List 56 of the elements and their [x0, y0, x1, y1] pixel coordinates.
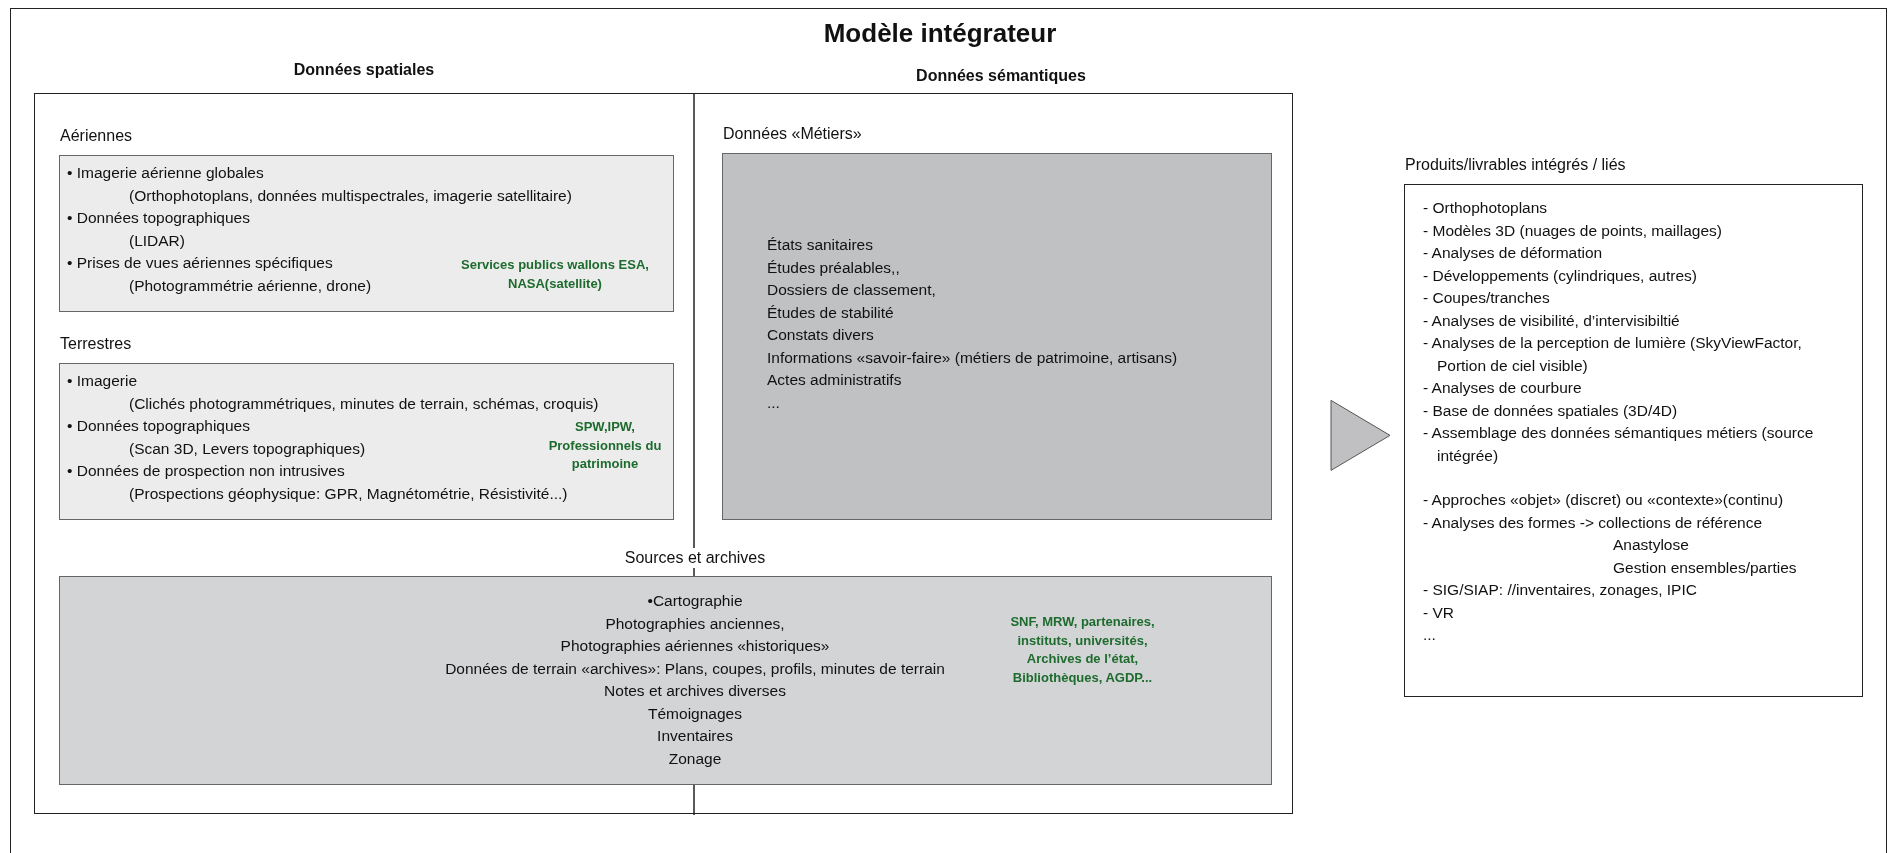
list-item: - VR [1423, 603, 1454, 621]
list-item: (Scan 3D, Levers topographiques) [129, 439, 366, 457]
list-item: • Imagerie [67, 372, 138, 389]
source-note: SPW,IPW, Professionnels du patrimoine [547, 418, 663, 473]
list-item: Notes et archives diverses [604, 682, 786, 699]
list-item: ... [1423, 626, 1436, 643]
section-heading: Données spatiales [292, 60, 436, 80]
list-item: États sanitaires [767, 236, 873, 253]
diagram-title: Modèle intégrateur [822, 18, 1058, 49]
list-item: •Cartographie [647, 592, 743, 609]
list-item: Anastylose [1613, 536, 1689, 553]
list-item: - Analyses de visibilité, d’intervisibiltié [1423, 311, 1680, 329]
list-item: Dossiers de classement, [767, 281, 936, 298]
list-item: - SIG/SIAP: //inventaires, zonages, IPIC [1423, 581, 1697, 598]
list-item: Données de terrain «archives»: Plans, coupes, profils, minutes de terrain [445, 659, 945, 677]
list-item: Actes administratifs [767, 371, 902, 388]
list-item: - Orthophotoplans [1423, 199, 1548, 216]
list-item: Informations «savoir-faire» (métiers de patrimoine, artisans) [767, 348, 1178, 366]
list-item: Inventaires [657, 727, 733, 744]
list-item: - Modèles 3D (nuages de points, maillages) [1423, 221, 1722, 239]
list-item: Photographies anciennes, [605, 614, 785, 632]
list-item: ... [767, 393, 780, 411]
list-item: - Analyses des formes -> collections de référence [1423, 513, 1762, 531]
list-item: (Prospections géophysique: GPR, Magnétométrie, Résistivité...) [129, 484, 568, 502]
list-item: Études de stabilité [767, 303, 894, 321]
list-item: (Photogrammétrie aérienne, drone) [129, 276, 372, 294]
list-item: Gestion ensembles/parties [1613, 558, 1797, 576]
list-item: - Développements (cylindriques, autres) [1423, 266, 1697, 284]
list-item: - Coupes/tranches [1423, 289, 1550, 306]
list-item: (LIDAR) [129, 231, 185, 249]
list-item: - Analyses de courbure [1423, 379, 1582, 396]
source-note: Services publics wallons ESA, NASA(satellite) [460, 256, 650, 293]
section-heading: Terrestres [60, 334, 133, 354]
list-item: • Imagerie aérienne globales [67, 164, 264, 181]
section-heading: Données sémantiques [915, 66, 1087, 86]
section-heading: Données «Métiers» [723, 124, 863, 144]
arrow-triangle [1330, 399, 1391, 471]
list-item: • Données topographiques [67, 209, 250, 226]
list-item: Constats divers [767, 326, 874, 343]
list-item: Études préalables,, [767, 258, 900, 276]
list-item: - Approches «objet» (discret) ou «contexte»(continu) [1423, 491, 1784, 508]
section-heading: Aériennes [60, 126, 134, 146]
list-item: - Assemblage des données sémantiques métiers (source intégrée) [1423, 424, 1814, 464]
list-item: Témoignages [648, 704, 742, 722]
list-item: • Prises de vues aériennes spécifiques [67, 254, 333, 271]
list-item: - Analyses de la perception de lumière (SkyViewFactor, Portion de ciel visible) [1423, 334, 1802, 374]
section-heading: Produits/livrables intégrés / liés [1405, 155, 1627, 175]
list-item: (Clichés photogrammétriques, minutes de terrain, schémas, croquis) [129, 394, 599, 412]
list-item: • Données de prospection non intrusives [67, 462, 345, 479]
list-item: - Base de données spatiales (3D/4D) [1423, 401, 1678, 419]
list-item: (Orthophotoplans, données multispectrales, imagerie satellitaire) [129, 186, 572, 204]
list-item: Zonage [668, 749, 722, 767]
list-item: Photographies aériennes «historiques» [560, 637, 830, 654]
list-item: - Analyses de déformation [1423, 244, 1603, 261]
source-note: SNF, MRW, partenaires, instituts, universités, Archives de l’état, Bibliothèques, AGDP... [1009, 613, 1156, 687]
list-item: • Données topographiques [67, 417, 250, 434]
